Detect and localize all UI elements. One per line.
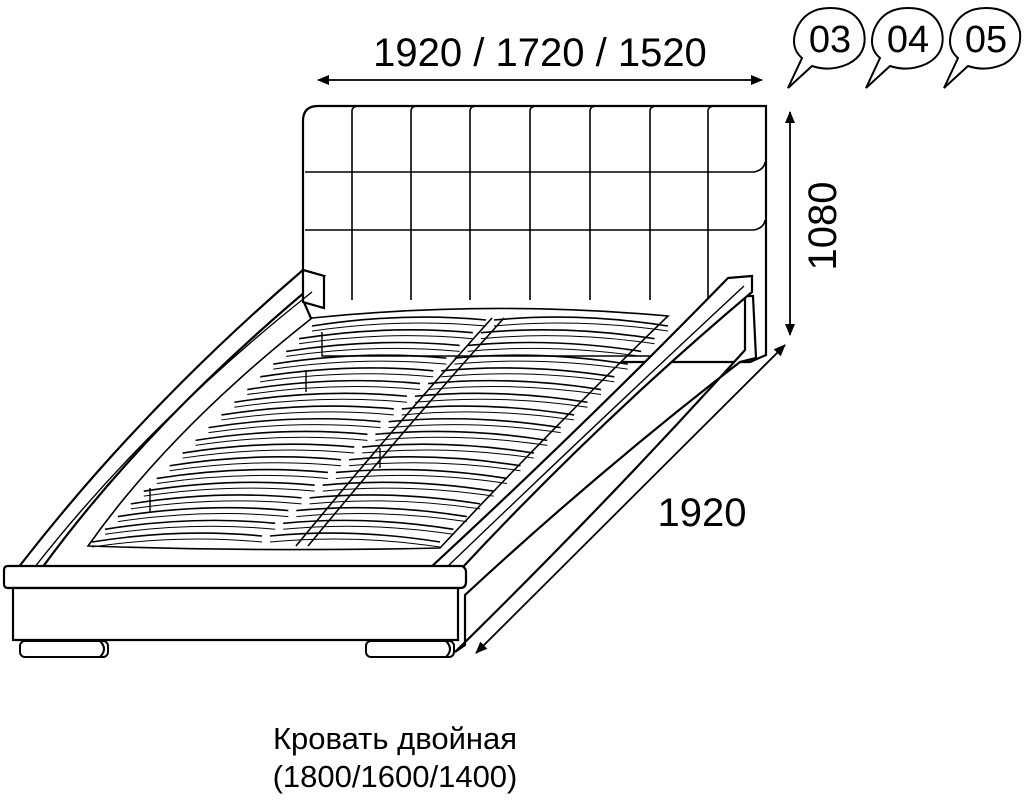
slat	[311, 316, 669, 327]
slat-edge	[91, 538, 441, 548]
length-dimension-line	[475, 344, 786, 654]
variant-bubble-1-label: 03	[809, 19, 851, 61]
slat-edge	[130, 500, 481, 510]
slat-edge	[298, 335, 655, 345]
frame-supports	[149, 332, 650, 512]
bed-legs	[19, 640, 455, 658]
slat-edge	[104, 525, 454, 535]
slat-edge	[311, 322, 669, 332]
footboard	[2, 564, 468, 642]
slat-edge	[117, 513, 467, 523]
variant-bubble-3-label: 05	[965, 19, 1007, 61]
caption-title: Кровать двойная	[272, 721, 518, 756]
length-dimension-label: 1920	[658, 491, 747, 535]
slat	[143, 481, 494, 492]
caption-sizes: (1800/1600/1400)	[272, 759, 518, 794]
variant-bubble-2: 04	[865, 6, 944, 89]
headboard-quilting	[305, 105, 766, 300]
width-dimension-label: 1920 / 1720 / 1520	[373, 31, 707, 75]
variant-bubble-2-label: 04	[887, 19, 929, 61]
slat	[298, 328, 655, 340]
slat	[117, 506, 467, 518]
height-dimension-label: 1080	[801, 182, 845, 271]
slat	[130, 494, 481, 505]
variant-bubble-3: 05	[943, 6, 1022, 89]
slat	[104, 519, 454, 531]
variant-bubble-1: 03	[787, 6, 866, 89]
slat	[91, 532, 441, 543]
